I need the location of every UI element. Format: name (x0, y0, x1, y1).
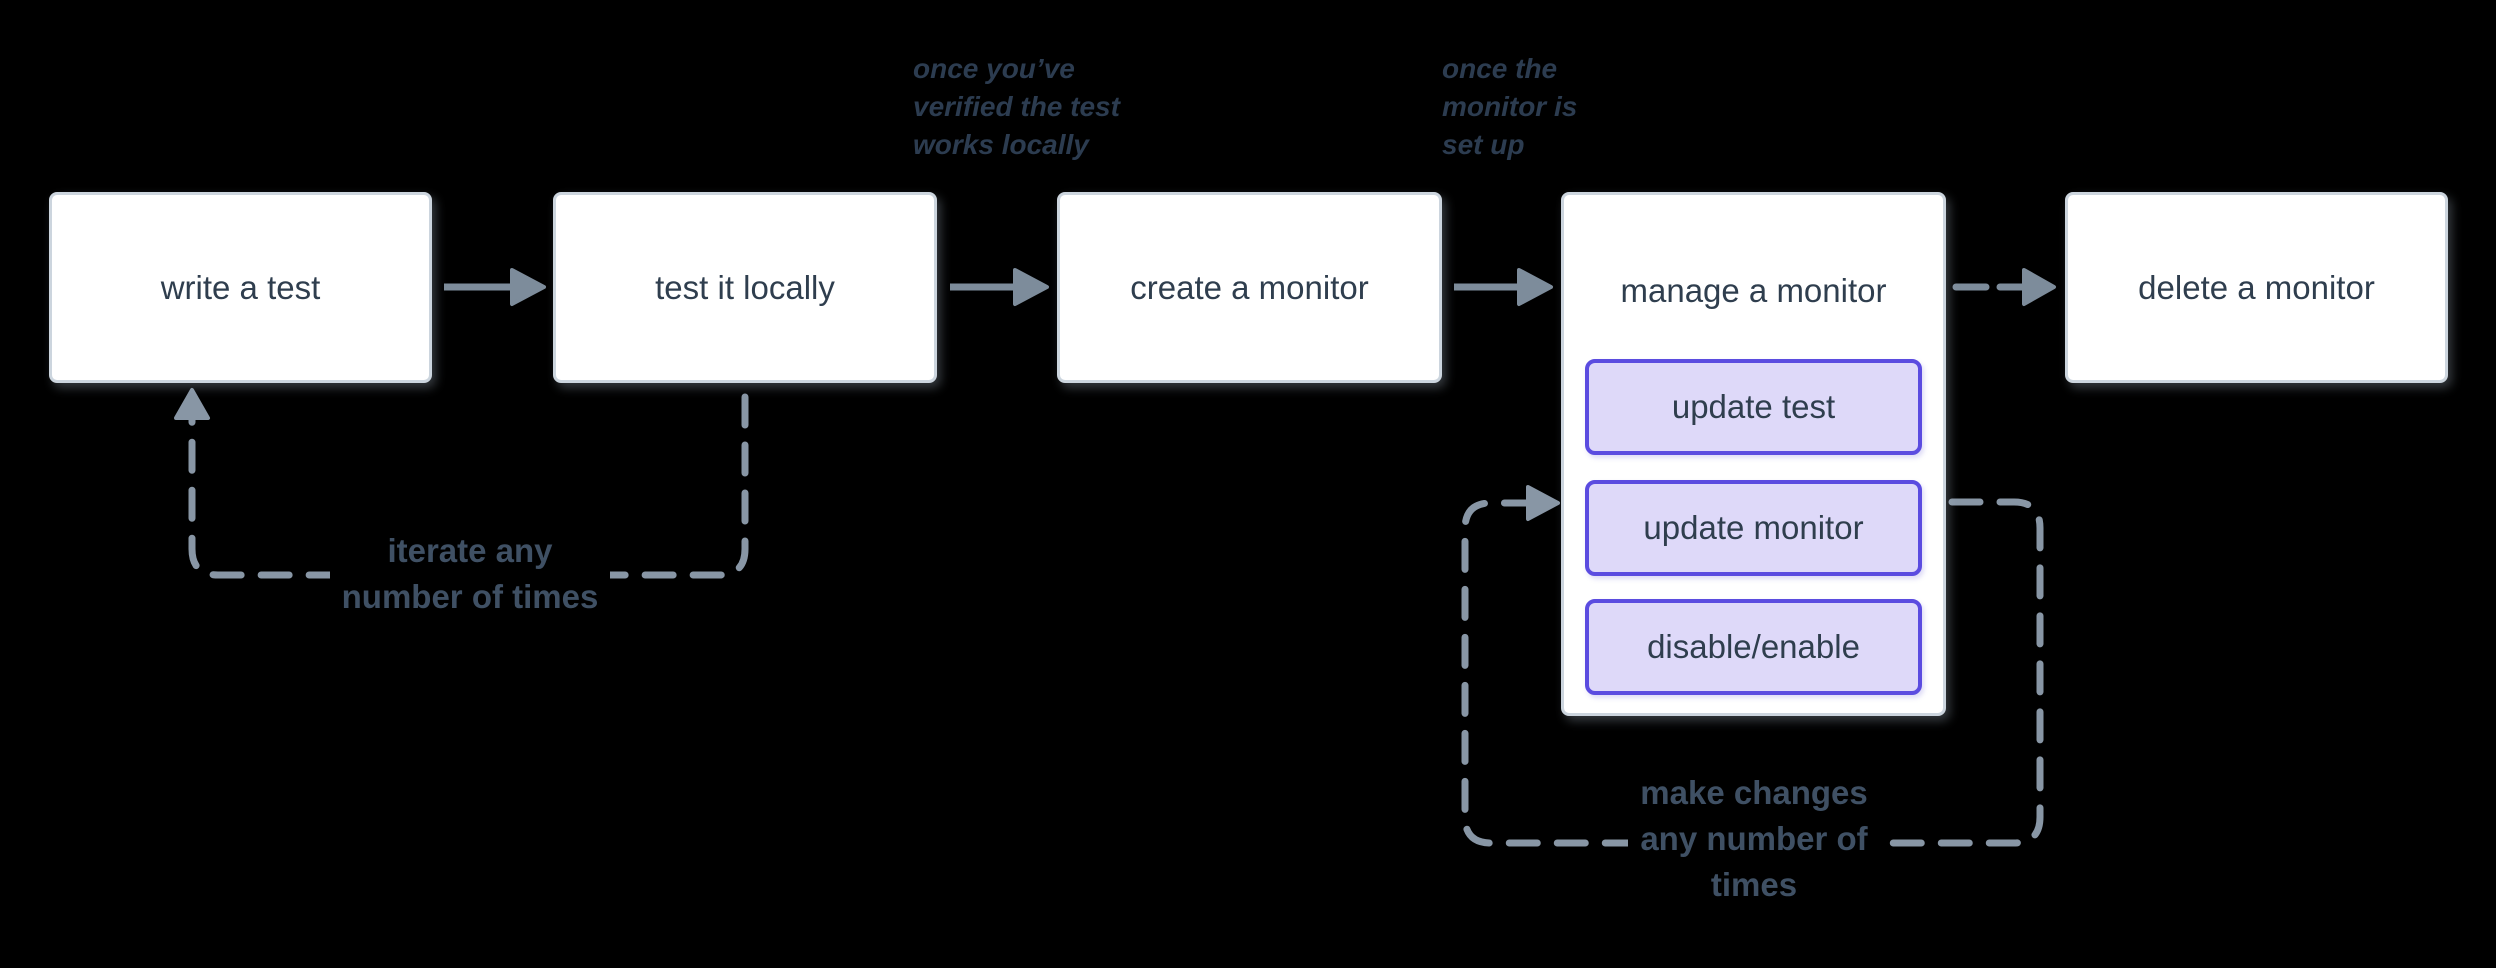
loop-label-line: number of times (341, 578, 599, 615)
arrow-write-to-test (444, 268, 546, 306)
node-label: write a test (160, 268, 321, 306)
sub-node-label: disable/enable (1647, 628, 1860, 665)
sub-node-disable-enable: disable/enable (1585, 599, 1922, 695)
loop-label-line: iterate any (387, 532, 553, 569)
changes-loop-label: make changes any number of times (1628, 770, 1880, 908)
iterate-loop-label: iterate any number of times (330, 528, 610, 620)
note-line: once the (1442, 53, 1558, 84)
arrow-create-to-manage (1454, 268, 1553, 306)
node-label: delete a monitor (2138, 268, 2375, 306)
note-line: once you’ve (913, 53, 1075, 84)
loop-label-line: any number of (1640, 820, 1868, 857)
sub-node-label: update test (1671, 388, 1836, 425)
node-write-a-test: write a test (49, 192, 432, 383)
arrow-test-to-create (950, 268, 1049, 306)
sub-node-label: update monitor (1643, 509, 1864, 546)
note-line: verified the test (913, 91, 1120, 122)
note-monitor-set-up: once the monitor is set up (1442, 50, 1577, 164)
note-line: monitor is (1442, 91, 1578, 122)
loop-label-line: times (1710, 866, 1798, 903)
node-label: manage a monitor (1620, 272, 1887, 309)
node-create-a-monitor: create a monitor (1057, 192, 1442, 383)
sub-node-update-monitor: update monitor (1585, 480, 1922, 576)
note-line: works locally (913, 129, 1089, 160)
node-test-it-locally: test it locally (553, 192, 937, 383)
loop-label-line: make changes (1640, 774, 1868, 811)
node-label: test it locally (655, 268, 835, 306)
note-line: set up (1442, 129, 1525, 160)
node-label: create a monitor (1130, 268, 1369, 306)
node-manage-a-monitor: manage a monitor update test update moni… (1561, 192, 1946, 716)
node-delete-a-monitor: delete a monitor (2065, 192, 2448, 383)
note-verified-locally: once you’ve verified the test works loca… (913, 50, 1120, 164)
sub-node-update-test: update test (1585, 359, 1922, 455)
arrow-manage-to-delete-dashed (1952, 268, 2056, 306)
